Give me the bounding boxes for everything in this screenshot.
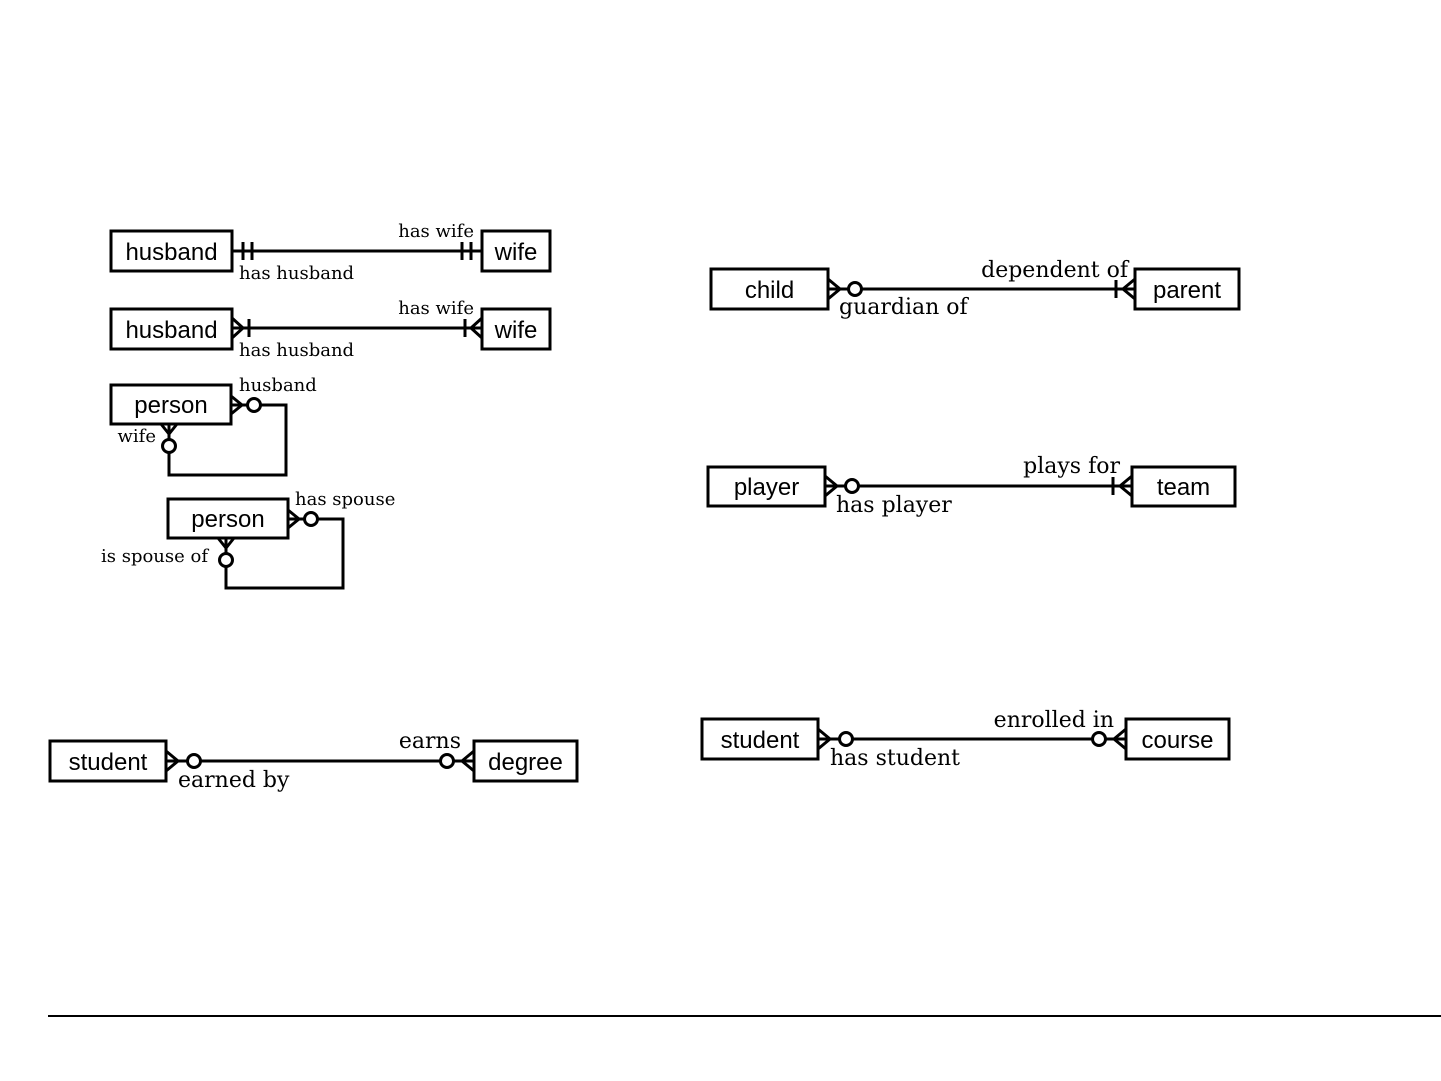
role-label-has-spouse: has spouse (295, 489, 395, 510)
student-course-relationship: student course enrolled in has student (702, 708, 1229, 771)
husband-wife-relationship-2: husband wife has wife has husband (111, 298, 550, 361)
role-label-wife: wife (118, 426, 156, 447)
entity-parent-label: parent (1153, 277, 1221, 304)
role-label-has-wife: has wife (398, 221, 474, 242)
entity-husband-label: husband (125, 239, 217, 266)
role-label-earns: earns (399, 729, 461, 754)
child-parent-relationship: child parent dependent of guardian of (711, 258, 1239, 320)
entity-husband-label: husband (125, 317, 217, 344)
role-label-dependent-of: dependent of (981, 258, 1130, 283)
role-label-plays-for: plays for (1023, 454, 1120, 479)
entity-wife-label: wife (494, 317, 538, 344)
entity-degree-label: degree (488, 749, 563, 776)
entity-person-label: person (191, 506, 264, 533)
entity-student-label: student (69, 749, 148, 776)
role-label-earned-by: earned by (178, 768, 290, 793)
entity-wife-label: wife (494, 239, 538, 266)
role-label-enrolled-in: enrolled in (994, 708, 1114, 733)
entity-team-label: team (1157, 474, 1210, 501)
person-recursive-relationship-2: person has spouse is spouse of (101, 489, 395, 588)
role-label-has-wife: has wife (398, 298, 474, 319)
role-label-has-player: has player (836, 493, 952, 518)
role-label-has-husband: has husband (239, 263, 354, 284)
entity-player-label: player (734, 474, 799, 501)
role-label-has-student: has student (830, 746, 960, 771)
entity-child-label: child (745, 277, 794, 304)
player-team-relationship: player team plays for has player (708, 454, 1235, 518)
entity-student-label: student (721, 727, 800, 754)
student-degree-relationship: student degree earns earned by (50, 729, 577, 793)
husband-wife-relationship-1: husband wife has wife has husband (111, 221, 550, 284)
entity-course-label: course (1141, 727, 1213, 754)
role-label-husband: husband (239, 375, 317, 396)
role-label-has-husband: has husband (239, 340, 354, 361)
role-label-guardian-of: guardian of (839, 295, 970, 320)
person-recursive-relationship-1: person husband wife (111, 375, 317, 475)
role-label-is-spouse-of: is spouse of (101, 546, 209, 567)
entity-person-label: person (134, 392, 207, 419)
